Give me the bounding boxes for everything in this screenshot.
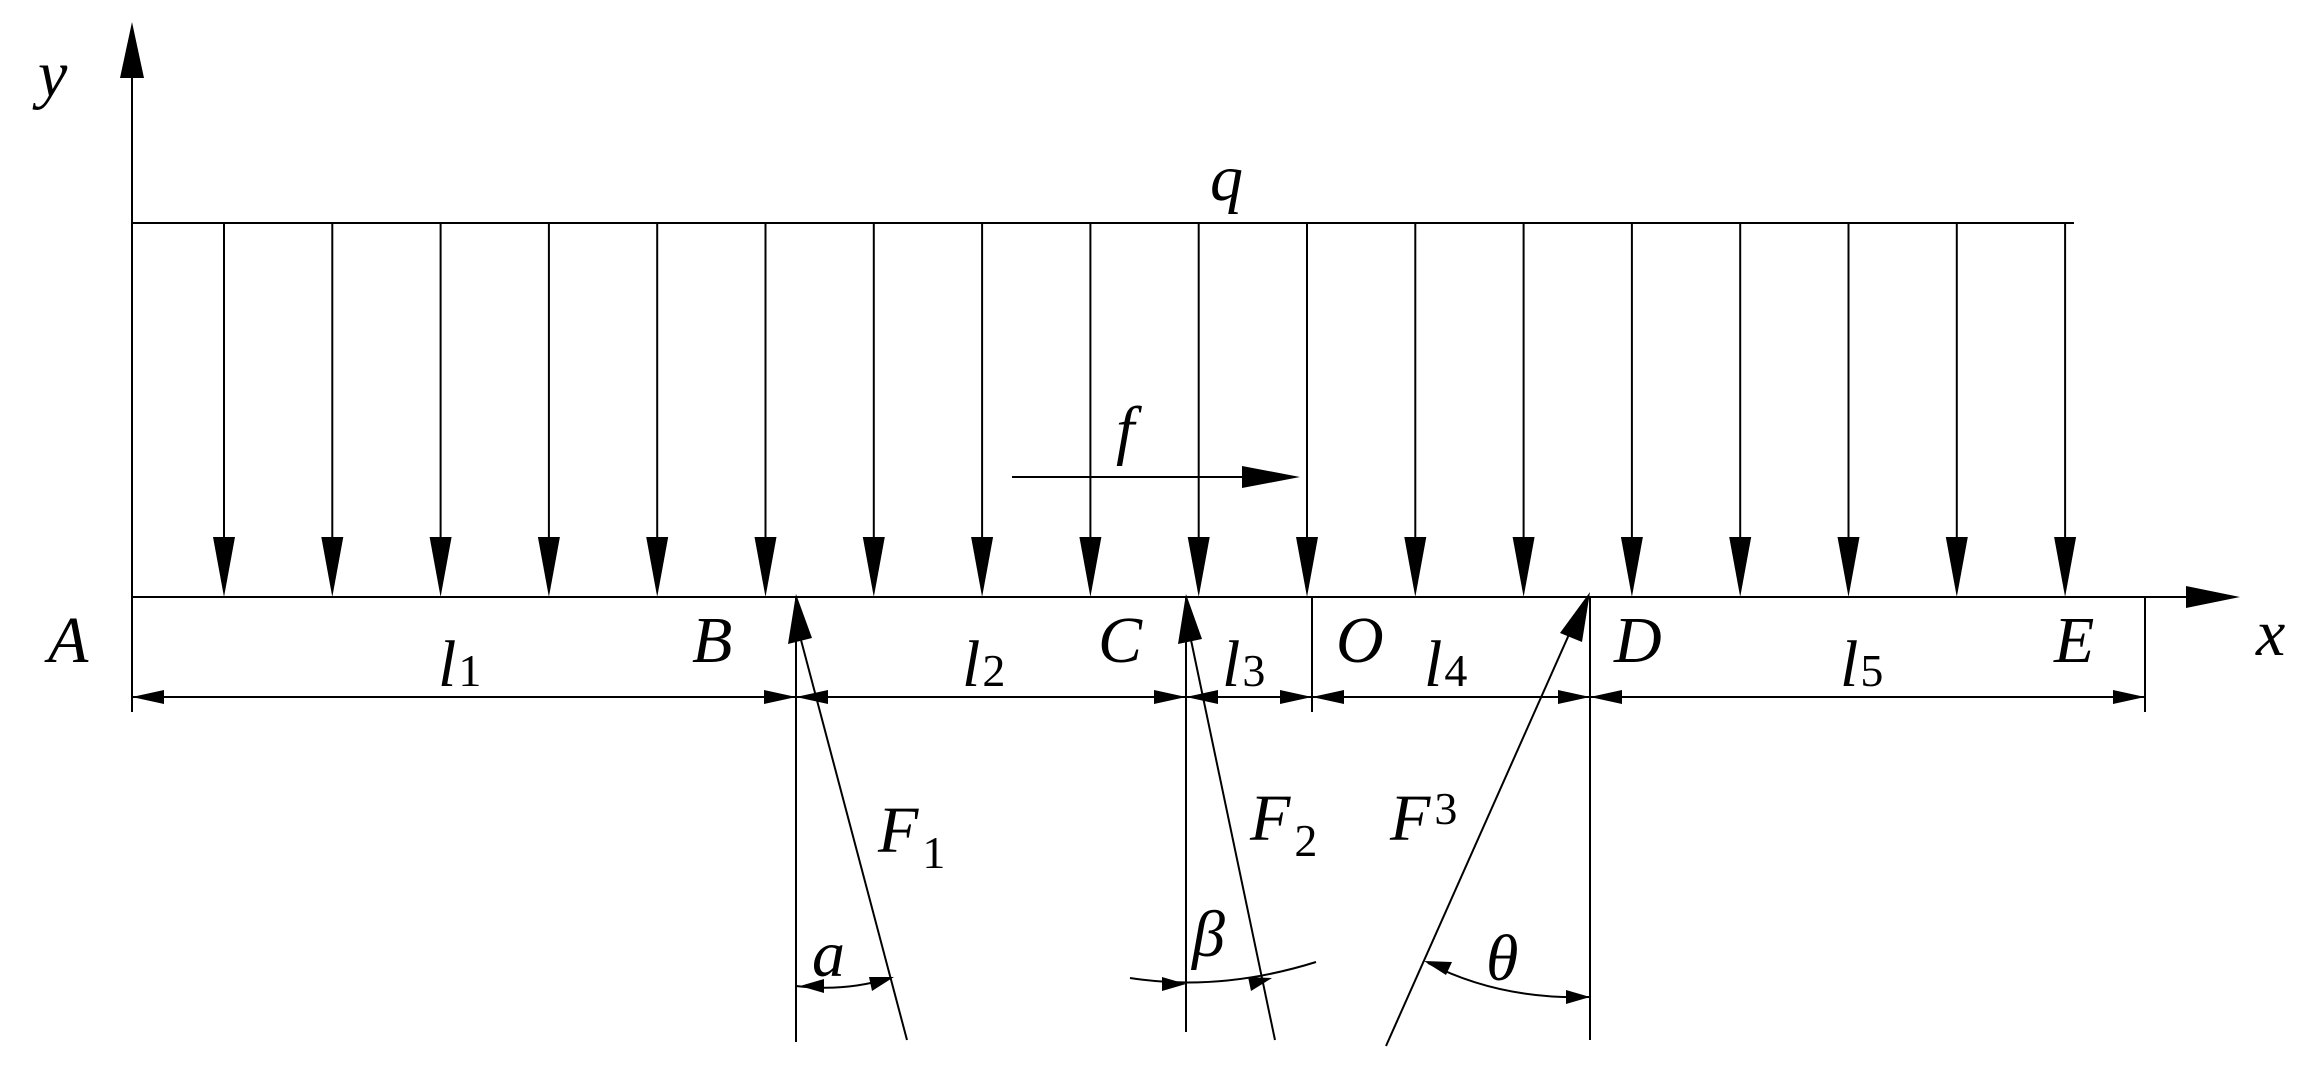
dimension-arrowhead-2 — [764, 690, 796, 704]
angle-theta-label: θ — [1486, 922, 1518, 995]
point-c-label: C — [1098, 604, 1143, 677]
f1-shaft — [800, 639, 908, 1041]
load-arrowhead-12 — [1404, 537, 1427, 597]
alpha-arrowhead-right — [869, 977, 894, 991]
segment-l3-label: l3 — [1222, 628, 1265, 701]
point-d-label: D — [1613, 604, 1662, 677]
beta-arc — [1129, 961, 1317, 984]
load-arrowhead-14 — [1620, 537, 1643, 597]
theta-arrowhead-left — [1424, 961, 1452, 975]
dimension-arrowhead-8 — [1558, 690, 1590, 704]
load-arrowhead-10 — [1187, 537, 1210, 597]
theta-arrowhead-right — [1566, 990, 1590, 1004]
load-arrowhead-4 — [537, 537, 560, 597]
reference-lines — [795, 597, 1591, 1042]
dimension-arrowhead-9 — [1590, 690, 1622, 704]
angle-arcs — [795, 961, 1591, 1004]
dimension-arrowhead-3 — [796, 690, 828, 704]
dimension-arrowhead-7 — [1312, 690, 1344, 704]
force-f2-label: F2 — [1249, 782, 1317, 866]
beta-arrowhead-right — [1248, 977, 1272, 991]
force-f1-label: F1 — [877, 794, 945, 878]
f1-arrowhead — [788, 594, 812, 644]
dimension-arrowhead-6 — [1280, 690, 1312, 704]
angle-beta-label: β — [1190, 898, 1225, 971]
f3-arrowhead — [1560, 592, 1590, 642]
segment-l1-label: l1 — [438, 628, 481, 701]
dimension-arrowhead-4 — [1154, 690, 1186, 704]
alpha-arrowhead-left — [800, 979, 824, 993]
f3-shaft — [1385, 629, 1572, 1047]
load-arrowhead-18 — [2054, 537, 2077, 597]
load-arrowhead-3 — [429, 537, 452, 597]
force-f — [1012, 466, 1300, 488]
point-e-label: E — [2053, 604, 2094, 677]
point-b-label: B — [692, 604, 732, 677]
segment-l4-label: l4 — [1424, 628, 1467, 701]
labels: y x q f A B C O D E l1 l2 l3 l4 l5 F1 F2… — [32, 38, 2285, 995]
beta-arrowhead-left — [1162, 977, 1186, 991]
y-axis-label: y — [32, 38, 68, 111]
load-q-label: q — [1210, 142, 1243, 215]
force-f-label: f — [1116, 394, 1142, 467]
load-arrowhead-7 — [862, 537, 885, 597]
load-arrowhead-13 — [1512, 537, 1535, 597]
dimension-arrowheads — [132, 690, 2145, 704]
f2-arrowhead — [1178, 594, 1202, 644]
point-a-label: A — [44, 604, 89, 677]
segment-l5-label: l5 — [1840, 628, 1883, 701]
load-arrowhead-2 — [321, 537, 344, 597]
load-arrowhead-15 — [1729, 537, 1752, 597]
load-arrowhead-17 — [1945, 537, 1968, 597]
load-arrowhead-1 — [213, 537, 235, 597]
load-arrowhead-5 — [646, 537, 669, 597]
load-arrowhead-9 — [1079, 537, 1102, 597]
f2-shaft — [1190, 639, 1276, 1041]
distributed-load — [132, 222, 2077, 597]
dimension-arrowhead-1 — [132, 690, 164, 704]
segment-l2-label: l2 — [962, 628, 1005, 701]
load-arrowhead-8 — [971, 537, 994, 597]
load-arrowhead-16 — [1837, 537, 1860, 597]
axes — [120, 22, 2240, 608]
load-arrows — [213, 223, 2077, 597]
load-arrowhead-11 — [1296, 537, 1318, 597]
y-axis-arrowhead — [120, 22, 144, 78]
f-arrowhead — [1242, 466, 1300, 488]
x-axis-arrowhead — [2186, 586, 2240, 608]
dimension-arrowhead-10 — [2113, 690, 2145, 704]
x-axis-label: x — [2255, 597, 2285, 670]
load-arrowhead-6 — [754, 537, 777, 597]
angle-alpha-label: a — [812, 918, 845, 991]
reaction-forces — [788, 592, 1590, 1047]
force-f3-label: F3 — [1389, 782, 1457, 855]
point-o-label: O — [1336, 604, 1384, 677]
